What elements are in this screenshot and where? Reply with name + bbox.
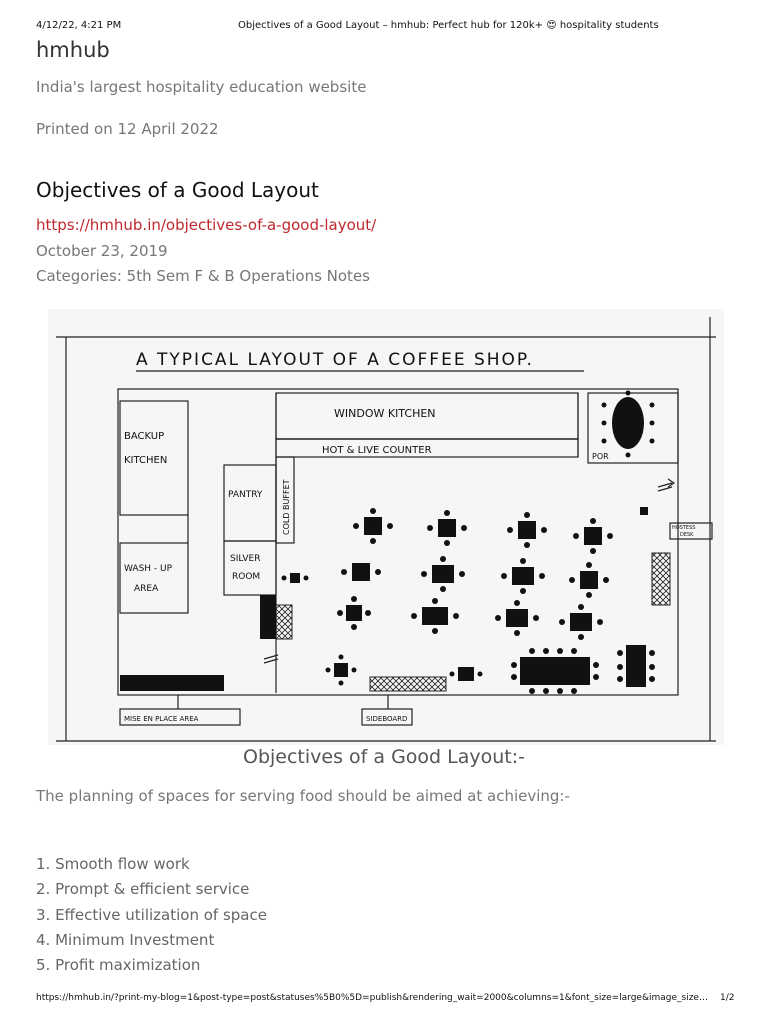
list-item: 4. Minimum Investment bbox=[36, 930, 215, 949]
label-hot-live-counter: HOT & LIVE COUNTER bbox=[322, 445, 432, 456]
label-window-kitchen: WINDOW KITCHEN bbox=[334, 407, 436, 420]
post-categories: Categories: 5th Sem F & B Operations Not… bbox=[36, 267, 370, 285]
site-name: hmhub bbox=[36, 38, 110, 62]
page-number: 1/2 bbox=[720, 993, 735, 1003]
objectives-list: 1. Smooth flow work 2. Prompt & efficien… bbox=[36, 852, 267, 978]
post-date: October 23, 2019 bbox=[36, 242, 168, 260]
label-wash-up-line1: WASH - UP bbox=[124, 564, 173, 574]
print-datetime: 4/12/22, 4:21 PM bbox=[36, 20, 122, 31]
label-hostess-desk-line2: DESK bbox=[680, 532, 694, 538]
list-item: 3. Effective utilization of space bbox=[36, 905, 267, 924]
list-item: 1. Smooth flow work bbox=[36, 855, 190, 873]
coffee-shop-layout-figure: A TYPICAL LAYOUT OF A COFFEE SHOP. BACKU… bbox=[48, 309, 724, 745]
printed-on: Printed on 12 April 2022 bbox=[36, 120, 219, 138]
list-item: 2. Prompt & efficient service bbox=[36, 880, 250, 899]
intro-paragraph: The planning of spaces for serving food … bbox=[36, 787, 570, 805]
section-heading: Objectives of a Good Layout:- bbox=[243, 746, 525, 768]
label-por: POR bbox=[592, 452, 609, 461]
layout-diagram: A TYPICAL LAYOUT OF A COFFEE SHOP. BACKU… bbox=[56, 317, 716, 742]
diagram-title: A TYPICAL LAYOUT OF A COFFEE SHOP. bbox=[136, 350, 534, 370]
site-tagline: India's largest hospitality education we… bbox=[36, 78, 367, 96]
label-silver-room-line1: SILVER bbox=[230, 554, 261, 564]
print-footer-url: https://hmhub.in/?print-my-blog=1&post-t… bbox=[36, 993, 712, 1003]
label-wash-up-line2: AREA bbox=[134, 584, 159, 594]
post-url-link[interactable]: https://hmhub.in/objectives-of-a-good-la… bbox=[36, 216, 377, 234]
label-backup-kitchen-line2: KITCHEN bbox=[124, 455, 167, 466]
label-sideboard: SIDEBOARD bbox=[366, 715, 407, 723]
list-item: 5. Profit maximization bbox=[36, 956, 201, 975]
post-title: Objectives of a Good Layout bbox=[36, 178, 319, 202]
label-backup-kitchen-line1: BACKUP bbox=[124, 431, 164, 442]
print-page-title: Objectives of a Good Layout – hmhub: Per… bbox=[238, 20, 659, 31]
label-cold-buffet: COLD BUFFET bbox=[282, 479, 291, 535]
label-silver-room-line2: ROOM bbox=[232, 572, 260, 582]
label-pantry: PANTRY bbox=[228, 490, 263, 500]
label-mise-en-place-area: MISE EN PLACE AREA bbox=[124, 715, 199, 723]
label-hostess-desk-line1: HOSTESS bbox=[672, 525, 695, 531]
